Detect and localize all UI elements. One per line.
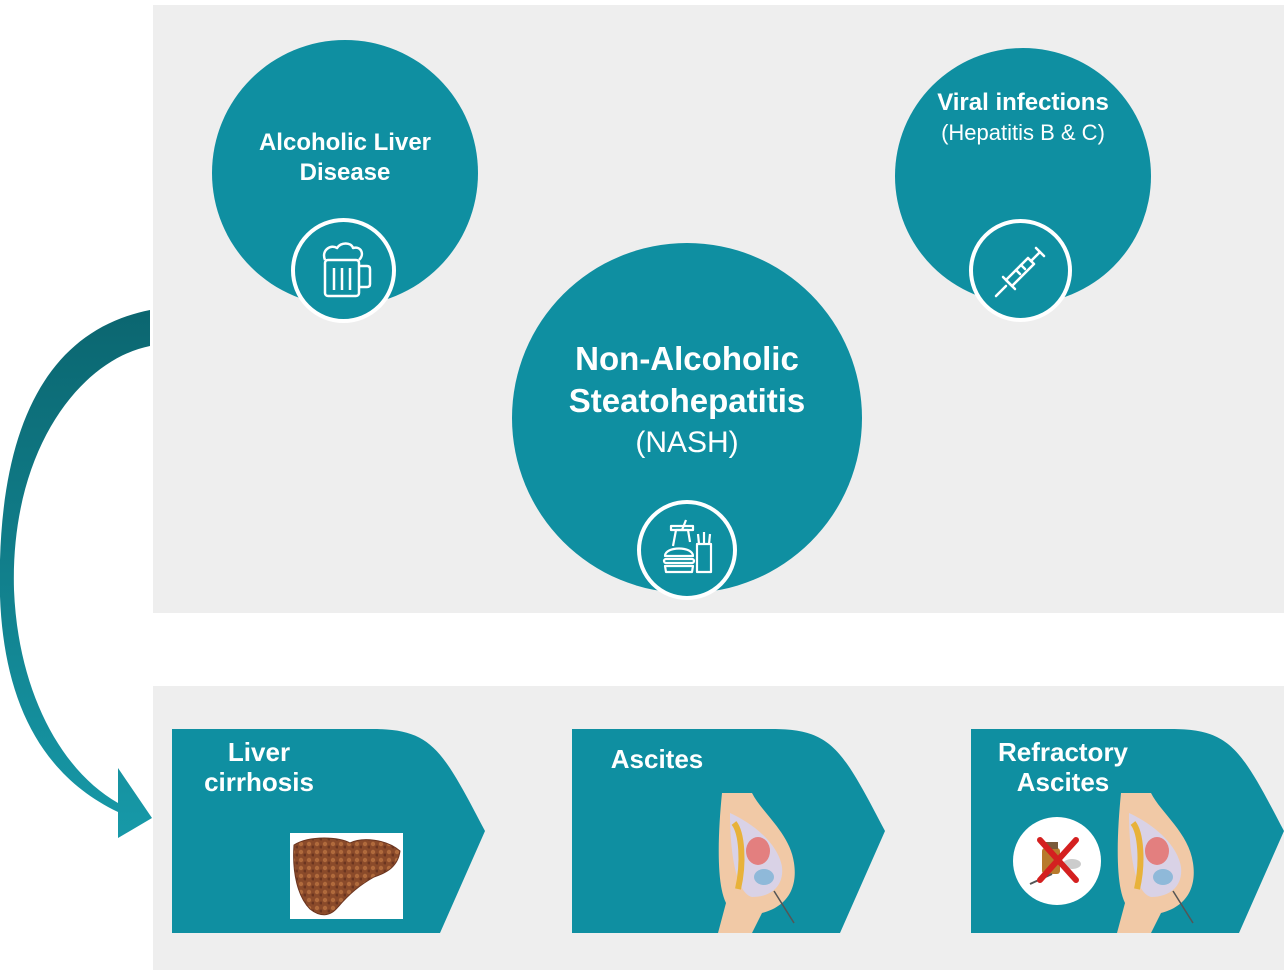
no-diuretics-icon (1013, 817, 1101, 905)
flow-arrow (0, 310, 152, 838)
beer-mug-icon (291, 218, 396, 323)
nash-text: Non-Alcoholic Steatohepatitis (NASH) (522, 338, 852, 464)
stage-label: Ascites (610, 744, 704, 774)
alcoholic-liver-disease-title: Alcoholic Liver Disease (258, 129, 432, 186)
ascites-abdomen-image (1117, 793, 1194, 933)
syringe-icon (969, 219, 1072, 322)
cirrhotic-liver-image (290, 833, 403, 919)
viral-infections-text: Viral infections (Hepatitis B & C) (903, 88, 1143, 148)
stage-label: Refractory Ascites (997, 737, 1129, 797)
stage-refractory-ascites: Refractory Ascites (971, 729, 1284, 933)
nash-title: Non-Alcoholic Steatohepatitis (568, 340, 806, 419)
stage-label: Liver cirrhosis (204, 737, 314, 797)
nash-subtitle: (NASH) (635, 426, 739, 459)
viral-infections-subtitle: (Hepatitis B & C) (941, 120, 1105, 145)
stage-liver-cirrhosis: Liver cirrhosis (172, 729, 487, 933)
fast-food-icon (637, 500, 737, 600)
stage-ascites: Ascites (572, 729, 887, 933)
ascites-abdomen-image (718, 793, 795, 933)
viral-infections-title: Viral infections (937, 89, 1109, 116)
